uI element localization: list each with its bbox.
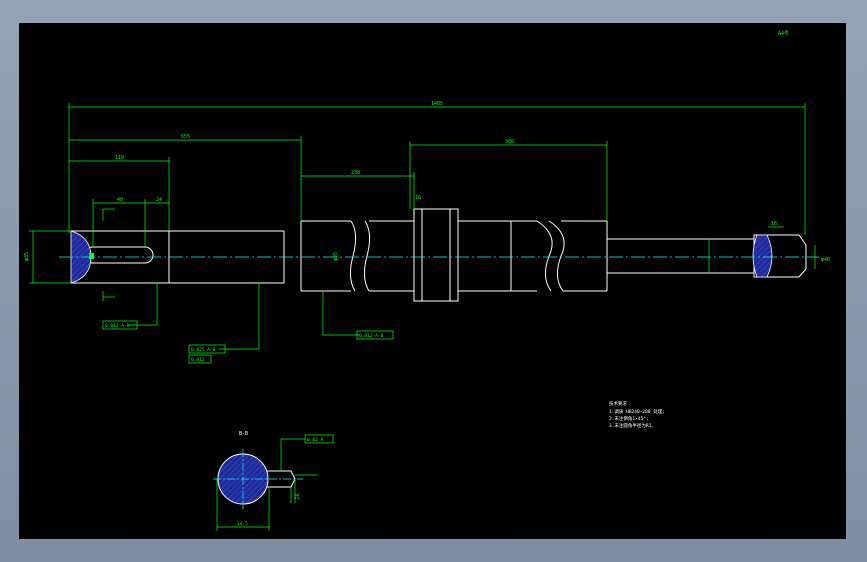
section-label: B-B bbox=[239, 431, 248, 437]
section-tolerance-frame bbox=[304, 434, 334, 444]
svg-text:0.02 A: 0.02 A bbox=[307, 437, 324, 443]
dimension-lines bbox=[29, 103, 816, 350]
svg-text:0.012: 0.012 bbox=[191, 357, 205, 363]
notes-line-2: 2.未注倒角1×45°; bbox=[609, 415, 649, 422]
key-marker bbox=[89, 253, 94, 259]
mid-step bbox=[300, 220, 351, 292]
dim-left-dia: φ35 bbox=[24, 252, 30, 261]
tolerance-frame-mid: 0.025 A-B 0.012 bbox=[188, 344, 226, 364]
dim-380: 380 bbox=[505, 139, 514, 145]
section-depth: 28 bbox=[295, 493, 301, 499]
svg-text:0.012 A-B: 0.012 A-B bbox=[359, 333, 384, 339]
dim-key-length: 24 bbox=[156, 197, 162, 203]
collar bbox=[413, 208, 459, 302]
dim-238: 238 bbox=[351, 170, 360, 176]
dim-655: 655 bbox=[181, 134, 190, 140]
section-width: 14.5 bbox=[237, 521, 248, 527]
dim-collar-t: 16 bbox=[415, 195, 421, 201]
notes-line-3: 3.未注圆角半径为R1。 bbox=[609, 422, 656, 429]
dim-110: 110 bbox=[115, 155, 124, 161]
svg-text:0.025 A-B: 0.025 A-B bbox=[191, 347, 216, 353]
tolerance-frame-right: 0.012 A-B bbox=[356, 330, 394, 340]
right-end bbox=[753, 234, 807, 278]
dim-key-width: 40 bbox=[117, 197, 123, 203]
dim-overall: 1485 bbox=[431, 101, 443, 107]
technical-notes: 技术要求 1.调质 HB240-280 处理; 2.未注倒角1×45°; 3.未… bbox=[609, 400, 665, 429]
shaft-drawing: A4号 bbox=[24, 31, 830, 531]
section-view: B-B 0.02 A 14.5 28 bbox=[213, 431, 334, 531]
scale-note: A4号 bbox=[778, 31, 789, 37]
shaft-outline bbox=[71, 208, 807, 302]
dim-right-t: 16 bbox=[771, 221, 777, 227]
notes-line-1: 1.调质 HB240-280 处理; bbox=[609, 408, 665, 415]
dim-mid-dia: φ35 bbox=[333, 252, 339, 261]
right-section-hatch bbox=[752, 234, 773, 278]
tolerance-frame-left: 0.012 A-B bbox=[102, 320, 138, 330]
keyway bbox=[84, 246, 154, 264]
svg-text:0.012 A-B: 0.012 A-B bbox=[105, 323, 130, 329]
drawing-sheet: A4号 bbox=[19, 23, 846, 539]
dim-end-dia: φ40 bbox=[821, 257, 830, 263]
notes-heading: 技术要求 bbox=[609, 400, 627, 407]
